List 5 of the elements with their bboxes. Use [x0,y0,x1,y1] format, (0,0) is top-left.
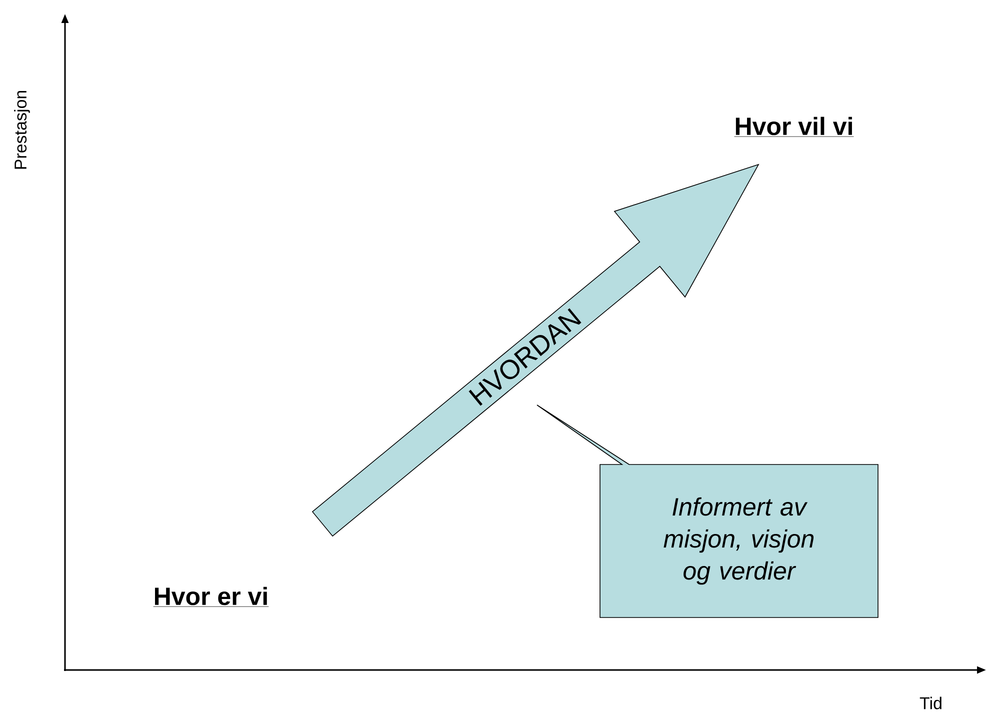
heading: Hvor vil vi [734,116,854,137]
axis-label: Tid [920,696,942,710]
axis-label: Prestasjon [14,90,30,169]
heading: Hvor er vi [153,586,269,607]
callout-box: Informert av misjon, visjon og verdier [536,404,878,618]
